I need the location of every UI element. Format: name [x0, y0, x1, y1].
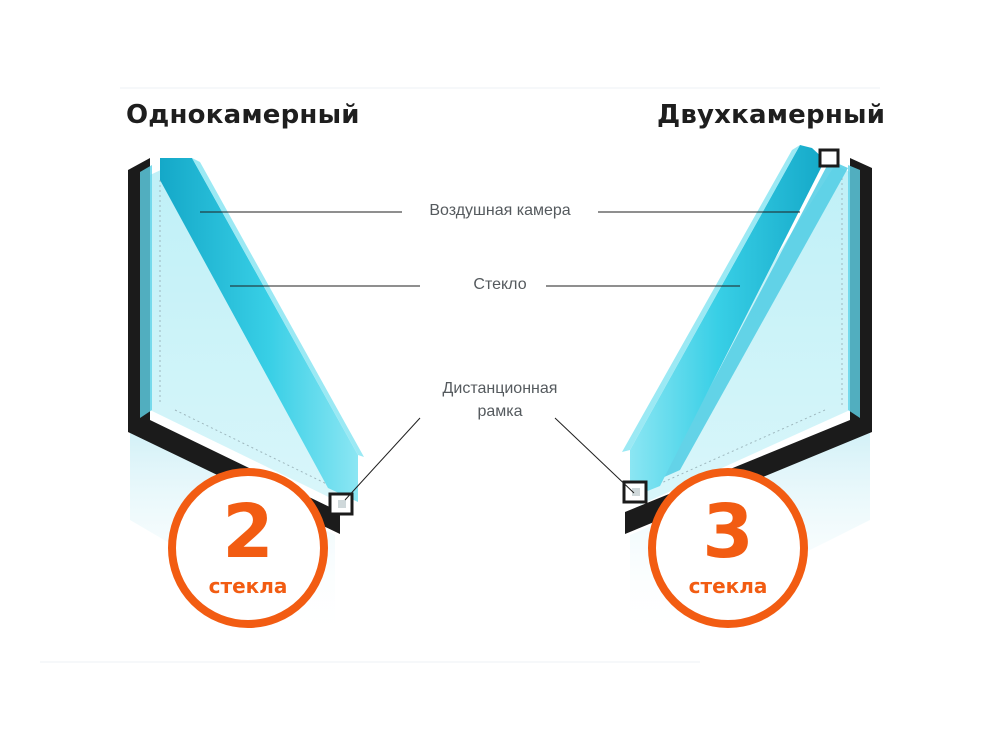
glass-pane-left-front: [160, 158, 358, 502]
badge-right-word: стекла: [688, 574, 768, 598]
frame-right: [625, 158, 872, 534]
label-glass: Стекло: [473, 276, 527, 293]
badge-two-panes: 2 стекла: [168, 468, 328, 628]
title-single-chamber: Однокамерный: [126, 100, 360, 130]
badge-left-number: 2: [222, 489, 274, 575]
glass-pane-right-middle: [662, 160, 848, 478]
leader-spacer-left: [344, 417, 421, 501]
badge-three-panes: 3 стекла: [648, 468, 808, 628]
label-spacer-frame: Дистанционная рамка: [400, 377, 600, 423]
leader-lines: [200, 211, 800, 501]
glass-edge-right: [622, 145, 800, 452]
glass-pane-right-back: [848, 165, 860, 418]
spacer-top-right: [818, 148, 840, 168]
leader-spacer-right: [554, 417, 635, 494]
glass-pane-right-front: [630, 145, 825, 498]
spacer-core-left: [338, 500, 346, 508]
frame-left: [128, 158, 340, 534]
spacer-core-right: [632, 488, 640, 496]
title-double-chamber: Двухкамерный: [657, 100, 886, 130]
label-spacer-line1: Дистанционная: [442, 380, 558, 397]
label-spacer-line2: рамка: [477, 403, 523, 420]
glass-edge-left: [192, 158, 364, 457]
glass-pane-left-back: [140, 165, 152, 418]
label-air-chamber: Воздушная камера: [429, 202, 571, 219]
badge-left-word: стекла: [208, 574, 288, 598]
badge-right-number: 3: [702, 489, 754, 575]
